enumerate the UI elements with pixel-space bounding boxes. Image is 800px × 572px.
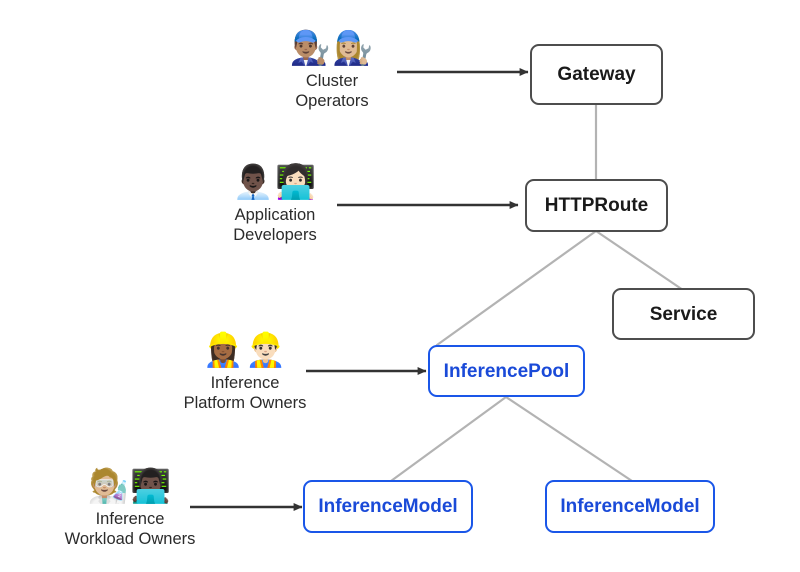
scientist-and-technologist-icon: 🧑🏼‍🔬👨🏿‍💻 — [87, 466, 173, 505]
node-inferencemodel-2[interactable]: InferenceModel — [545, 480, 715, 533]
persona-inference-platform-owners-label: Inference Platform Owners — [183, 374, 307, 412]
node-inferencemodel-1-label: InferenceModel — [318, 496, 458, 517]
connector-inferencepool-inferencemodel-1 — [389, 395, 508, 483]
persona-inference-workload-owners-label: Inference Workload Owners — [64, 510, 196, 548]
mechanic-pair-icon: 👨🏽‍🔧👩🏼‍🔧 — [289, 28, 375, 67]
node-inferencepool-label: InferencePool — [443, 360, 570, 382]
node-service-label: Service — [649, 303, 718, 325]
node-httproute[interactable]: HTTPRoute — [525, 179, 668, 232]
construction-worker-pair-icon: 👷🏾‍♀️👷🏻‍♂️ — [202, 330, 288, 369]
persona-application-developers: 👨🏿‍💼👩🏻‍💻 Application Developers — [205, 162, 345, 245]
connector-httproute-service — [594, 229, 685, 292]
persona-inference-workload-owners: 🧑🏼‍🔬👨🏿‍💻 Inference Workload Owners — [45, 466, 215, 549]
connector-httproute-inferencepool — [435, 229, 598, 347]
node-gateway-label: Gateway — [557, 64, 636, 85]
node-inferencepool[interactable]: InferencePool — [428, 345, 585, 397]
office-worker-and-technologist-icon: 👨🏿‍💼👩🏻‍💻 — [232, 162, 318, 201]
connector-inferencepool-inferencemodel-2 — [504, 395, 634, 483]
persona-cluster-operators-label: Cluster Operators — [295, 72, 369, 110]
node-inferencemodel-2-label: InferenceModel — [560, 496, 700, 517]
persona-inference-platform-owners: 👷🏾‍♀️👷🏻‍♂️ Inference Platform Owners — [165, 330, 325, 413]
node-service[interactable]: Service — [612, 288, 755, 340]
persona-cluster-operators: 👨🏽‍🔧👩🏼‍🔧 Cluster Operators — [262, 28, 402, 111]
node-httproute-label: HTTPRoute — [544, 195, 649, 216]
persona-application-developers-label: Application Developers — [233, 206, 317, 244]
node-inferencemodel-1[interactable]: InferenceModel — [303, 480, 473, 533]
node-gateway[interactable]: Gateway — [530, 44, 663, 105]
